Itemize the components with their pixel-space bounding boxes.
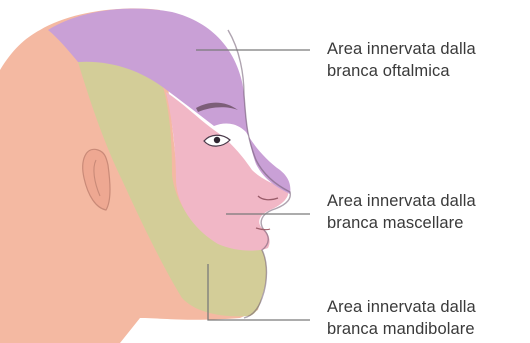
label-maxillary-line2: branca mascellare [327, 212, 527, 234]
label-mandibular-line2: branca mandibolare [327, 318, 527, 340]
label-ophthalmic-line1: Area innervata dalla [327, 38, 527, 60]
label-maxillary-line1: Area innervata dalla [327, 190, 527, 212]
label-maxillary-branch: Area innervata dalla branca mascellare [327, 190, 527, 234]
eye-pupil [214, 137, 220, 143]
label-mandibular-branch: Area innervata dalla branca mandibolare [327, 296, 527, 340]
label-ophthalmic-branch: Area innervata dalla branca oftalmica [327, 38, 527, 82]
label-ophthalmic-line2: branca oftalmica [327, 60, 527, 82]
label-mandibular-line1: Area innervata dalla [327, 296, 527, 318]
